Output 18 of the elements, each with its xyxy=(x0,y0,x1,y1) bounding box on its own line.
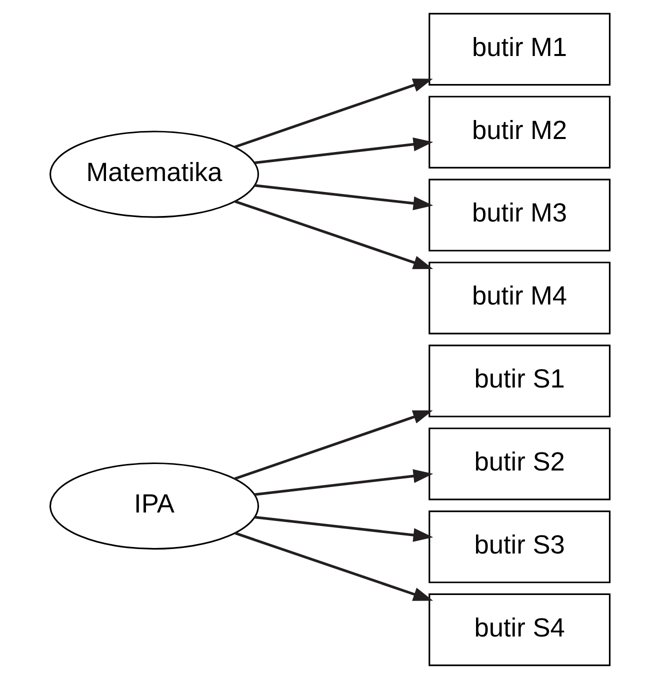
node-box: butir S3 xyxy=(428,510,611,584)
node-box: butir S2 xyxy=(428,428,611,500)
node-ellipse: IPA xyxy=(49,462,260,550)
node-box: butir M2 xyxy=(428,96,611,168)
node-box: butir M4 xyxy=(428,262,611,334)
arrow xyxy=(234,200,434,270)
arrow xyxy=(234,78,433,148)
arrow xyxy=(234,410,433,480)
arrow xyxy=(234,532,434,601)
node-box: butir M3 xyxy=(428,178,611,252)
node-box: butir S4 xyxy=(428,593,611,666)
arrow xyxy=(254,469,434,496)
arrow xyxy=(254,516,434,542)
node-ellipse: Matematika xyxy=(49,130,260,218)
arrow xyxy=(254,184,434,210)
node-box: butir M1 xyxy=(428,12,611,86)
arrow xyxy=(254,137,434,164)
node-box: butir S1 xyxy=(428,344,611,418)
